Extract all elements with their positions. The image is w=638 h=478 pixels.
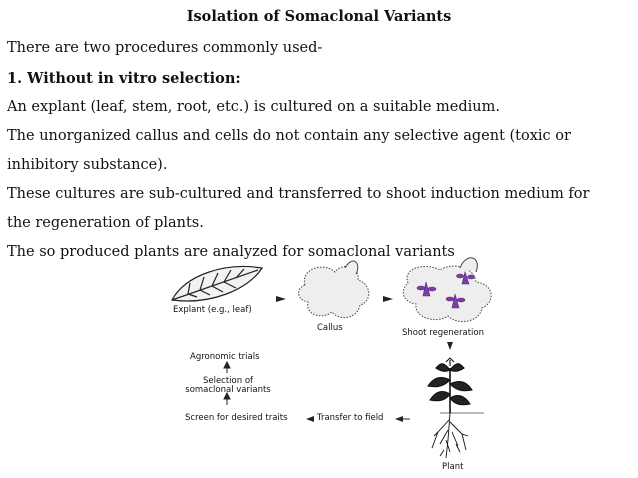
text-line-inhibitory: inhibitory substance).: [7, 157, 168, 173]
arrow-down-icon: [447, 342, 453, 350]
arrow-right-icon: [383, 296, 393, 302]
arrow-right-icon: [276, 296, 286, 302]
plant-icon: [427, 357, 484, 459]
section-heading: 1. Without in vitro selection:: [7, 70, 241, 87]
callus-icon: [298, 260, 370, 319]
selection-label-line2: somaclonal variants: [185, 385, 271, 395]
text-line-explant: An explant (leaf, stem, root, etc.) is c…: [7, 99, 500, 115]
arrow-up-icon: [223, 360, 231, 373]
leaf-icon: [171, 265, 263, 302]
callus-label: Callus: [317, 323, 343, 333]
intro-text: There are two procedures commonly used-: [7, 40, 323, 56]
arrow-left-icon: [306, 416, 314, 422]
page-title: Isolation of Somaclonal Variants: [186, 8, 452, 25]
explant-label: Explant (e.g., leaf): [173, 305, 252, 315]
selection-label-line1: Selection of: [202, 376, 254, 386]
screen-traits-label: Screen for desired traits: [185, 413, 288, 423]
text-line-callus: The unorganized callus and cells do not …: [7, 128, 571, 144]
shoot-regeneration-icon: [402, 257, 492, 323]
arrow-left-icon: [395, 416, 410, 422]
shoot-regeneration-label: Shoot regeneration: [402, 328, 484, 338]
transfer-field-label: Transfer to field: [317, 413, 384, 423]
text-line-subculture: These cultures are sub-cultured and tran…: [7, 186, 590, 202]
text-line-regeneration: the regeneration of plants.: [7, 215, 204, 231]
plant-label: Plant: [442, 462, 464, 472]
arrow-up-icon: [223, 391, 231, 405]
agronomic-trials-label: Agronomic trials: [190, 352, 260, 362]
text-line-analysis: The so produced plants are analyzed for …: [7, 244, 455, 260]
